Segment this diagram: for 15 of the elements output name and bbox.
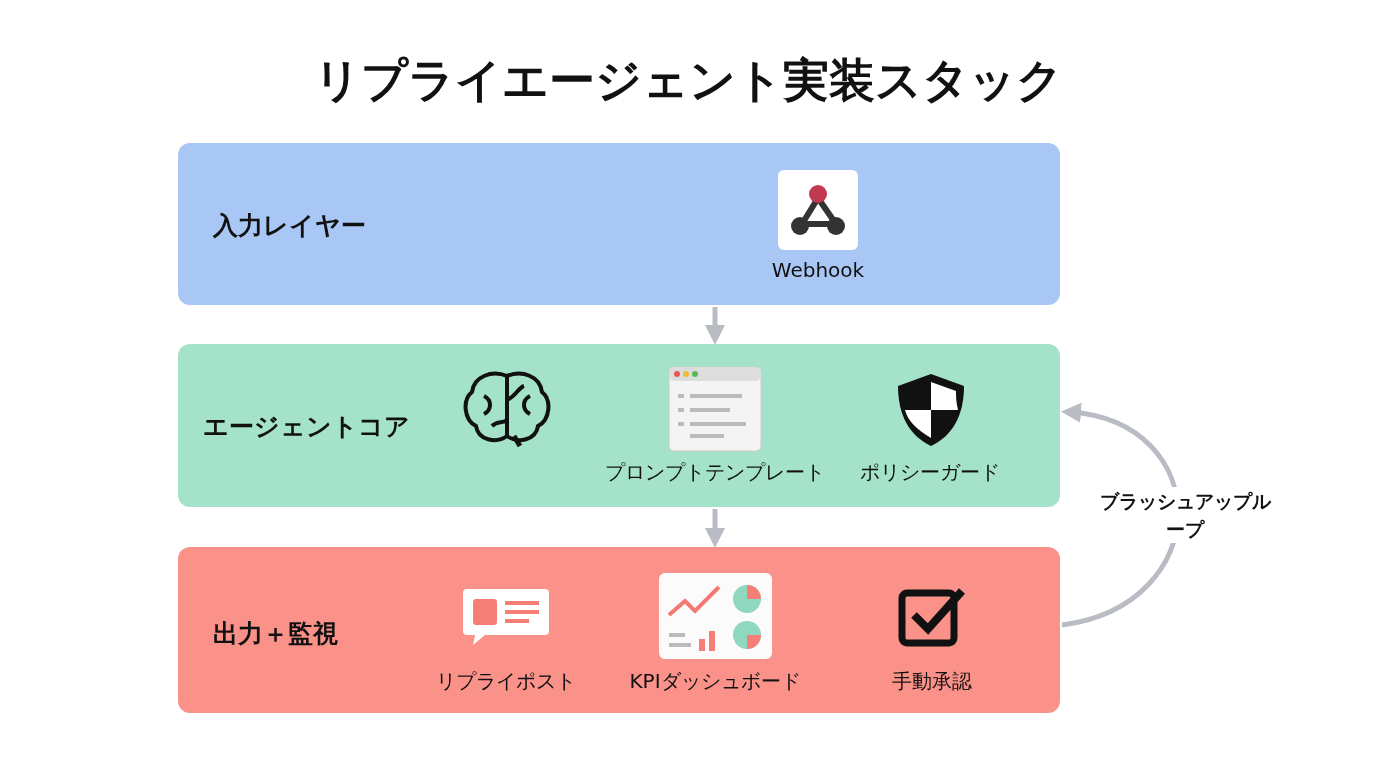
icon-caption: KPIダッシュボード [629,668,801,695]
icon-caption: Webhook [771,258,865,282]
layer-heading: 出力＋監視 [213,618,338,650]
layer-heading: 入力レイヤー [213,210,366,242]
title: リプライエージェント実装スタック [312,52,1064,109]
layer-heading: エージェントコア [203,411,410,443]
layer-band [178,547,1060,713]
arrow [705,307,725,345]
icon-caption: ポリシーガード [860,459,1000,486]
icon-caption: プロンプトテンプレート [605,459,825,486]
layer-band [178,143,1060,305]
arrow [705,509,725,548]
layer-band [178,344,1060,507]
icon-caption: 手動承認 [892,668,972,695]
icon-caption: リプライポスト [436,668,576,695]
